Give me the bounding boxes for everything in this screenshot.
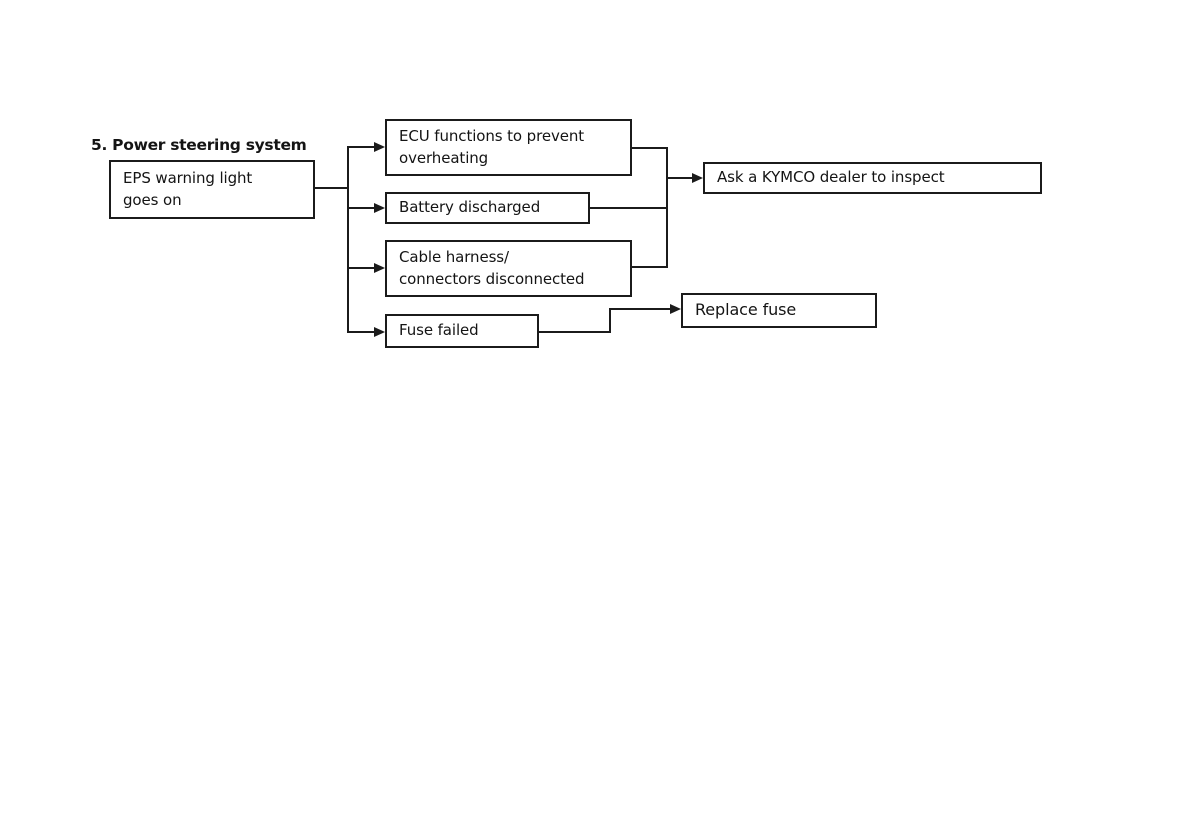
connector-line xyxy=(609,308,611,333)
connector-line xyxy=(666,147,668,268)
connector-line xyxy=(349,146,375,148)
connector-line xyxy=(349,267,375,269)
arrowhead-icon xyxy=(374,327,385,337)
node-battery-discharged: Battery discharged xyxy=(385,192,590,224)
diagram-title: 5. Power steering system xyxy=(91,136,307,154)
node-ecu-overheating: ECU functions to prevent overheating xyxy=(385,119,632,176)
connector-line xyxy=(539,331,611,333)
node-fuse-failed: Fuse failed xyxy=(385,314,539,348)
arrowhead-icon xyxy=(374,203,385,213)
node-eps-warning-light: EPS warning light goes on xyxy=(109,160,315,219)
connector-line xyxy=(632,147,668,149)
connector-line xyxy=(590,207,668,209)
connector-line xyxy=(632,266,668,268)
arrowhead-icon xyxy=(374,142,385,152)
arrowhead-icon xyxy=(692,173,703,183)
connector-line xyxy=(609,308,670,310)
connector-line xyxy=(349,207,375,209)
connector-line xyxy=(668,177,692,179)
node-cable-harness: Cable harness/ connectors disconnected xyxy=(385,240,632,297)
node-replace-fuse: Replace fuse xyxy=(681,293,877,328)
arrowhead-icon xyxy=(374,263,385,273)
connector-line xyxy=(349,331,375,333)
node-ask-kymco-dealer: Ask a KYMCO dealer to inspect xyxy=(703,162,1042,194)
connector-line xyxy=(315,187,349,189)
connector-line xyxy=(347,146,349,333)
arrowhead-icon xyxy=(670,304,681,314)
